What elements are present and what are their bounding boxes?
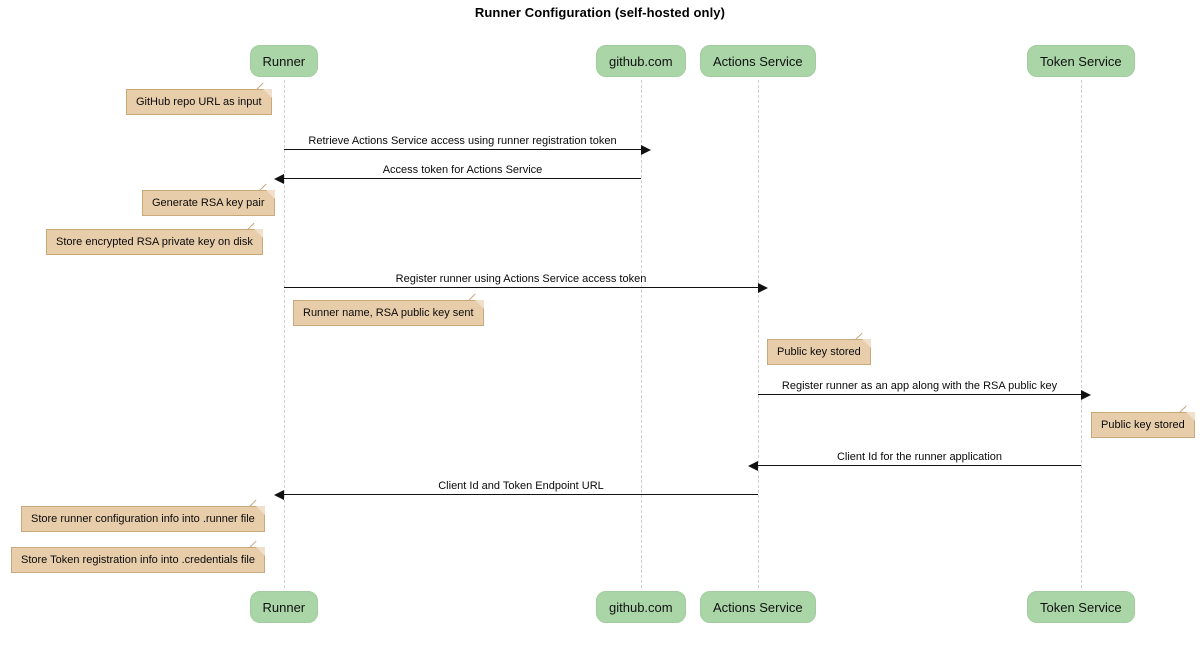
arrowhead-right-icon	[1081, 390, 1091, 400]
participant-label: Actions Service	[713, 54, 803, 69]
page-title: Runner Configuration (self-hosted only)	[474, 5, 726, 20]
note: Store runner configuration info into .ru…	[21, 499, 265, 532]
lifeline-runner	[284, 80, 285, 588]
message-label: Register runner as an app along with the…	[781, 380, 1058, 392]
note-label: Public key stored	[777, 346, 861, 358]
participant-label: Token Service	[1040, 600, 1122, 615]
participant-runner-bottom[interactable]: Runner	[249, 591, 319, 623]
note-fold-icon	[255, 506, 265, 515]
note-label: Store runner configuration info into .ru…	[31, 513, 255, 525]
note-fold-icon	[262, 89, 272, 98]
participant-github-bottom[interactable]: github.com	[596, 591, 686, 623]
note: GitHub repo URL as input	[126, 82, 272, 115]
participant-runner-top[interactable]: Runner	[249, 45, 319, 77]
participant-label: github.com	[609, 600, 673, 615]
message-arrow: Retrieve Actions Service access using ru…	[284, 135, 651, 155]
participant-github-top[interactable]: github.com	[596, 45, 686, 77]
note-label: Store encrypted RSA private key on disk	[56, 236, 253, 248]
note: Runner name, RSA public key sent	[293, 293, 484, 326]
participant-actions-top[interactable]: Actions Service	[700, 45, 816, 77]
note-label: Generate RSA key pair	[152, 197, 265, 209]
message-label: Access token for Actions Service	[382, 164, 543, 176]
arrowhead-left-icon	[274, 490, 284, 500]
lifeline-github	[641, 80, 642, 588]
participant-label: Token Service	[1040, 54, 1122, 69]
message-arrow: Access token for Actions Service	[274, 164, 641, 184]
participant-label: github.com	[609, 54, 673, 69]
note: Store encrypted RSA private key on disk	[46, 222, 263, 255]
participant-label: Runner	[262, 600, 306, 615]
participant-label: Runner	[262, 54, 306, 69]
lifeline-token	[1081, 80, 1082, 588]
arrowhead-right-icon	[758, 283, 768, 293]
message-arrow: Register runner as an app along with the…	[758, 380, 1091, 400]
message-arrow: Register runner using Actions Service ac…	[284, 273, 768, 293]
message-label: Retrieve Actions Service access using ru…	[308, 135, 617, 147]
message-arrow: Client Id for the runner application	[748, 451, 1081, 471]
note-fold-icon	[474, 300, 484, 309]
note-label: GitHub repo URL as input	[136, 96, 262, 108]
note-fold-icon	[861, 339, 871, 348]
arrowhead-right-icon	[641, 145, 651, 155]
arrowhead-left-icon	[748, 461, 758, 471]
arrowhead-left-icon	[274, 174, 284, 184]
note-fold-icon	[265, 190, 275, 199]
message-arrow: Client Id and Token Endpoint URL	[274, 480, 758, 500]
note-label: Runner name, RSA public key sent	[303, 307, 474, 319]
note: Store Token registration info into .cred…	[11, 540, 265, 573]
participant-token-top[interactable]: Token Service	[1027, 45, 1135, 77]
note: Generate RSA key pair	[142, 183, 275, 216]
participant-token-bottom[interactable]: Token Service	[1027, 591, 1135, 623]
message-label: Client Id and Token Endpoint URL	[438, 480, 604, 492]
note-label: Public key stored	[1101, 419, 1185, 431]
message-label: Register runner using Actions Service ac…	[395, 273, 647, 285]
participant-actions-bottom[interactable]: Actions Service	[700, 591, 816, 623]
message-label: Client Id for the runner application	[836, 451, 1003, 463]
note-fold-icon	[1185, 412, 1195, 421]
participant-label: Actions Service	[713, 600, 803, 615]
note-label: Store Token registration info into .cred…	[21, 554, 255, 566]
note: Public key stored	[1091, 405, 1195, 438]
note-fold-icon	[253, 229, 263, 238]
note-fold-icon	[255, 547, 265, 556]
note: Public key stored	[767, 332, 871, 365]
lifeline-actions	[758, 80, 759, 588]
